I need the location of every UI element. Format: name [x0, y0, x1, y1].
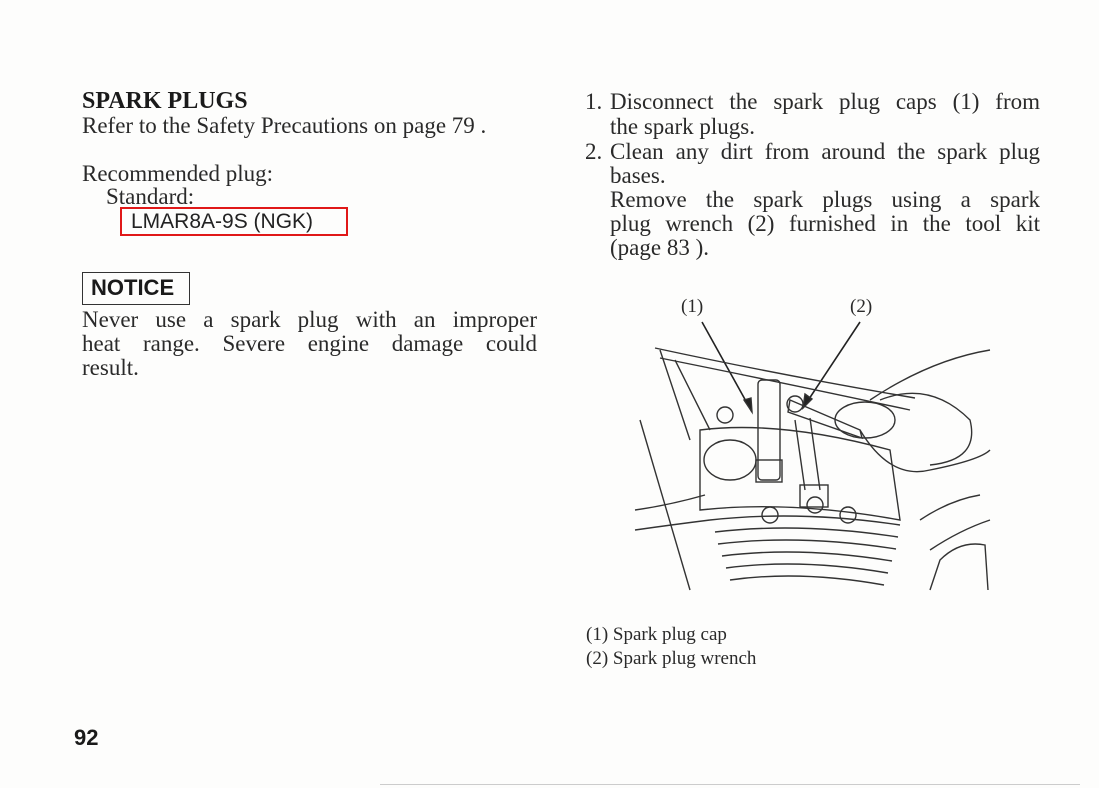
- notice-line-3: result.: [82, 355, 139, 380]
- section-title: SPARK PLUGS: [82, 88, 248, 114]
- step2-line-5: (page 83 ).: [610, 235, 709, 260]
- figure-callout-2: (2): [850, 296, 873, 317]
- step2-line-4: plug wrench (2) furnished in the tool ki…: [610, 211, 1040, 236]
- caption-1: (1) Spark plug cap: [586, 624, 727, 645]
- step2-line-1: Clean any dirt from around the spark plu…: [610, 139, 1040, 164]
- recommended-plug-label: Recommended plug:: [82, 161, 273, 186]
- step2-line-3: Remove the spark plugs using a spark: [610, 187, 1040, 212]
- step2-line-2: bases.: [610, 163, 666, 188]
- safety-reference: Refer to the Safety Precautions on page …: [82, 113, 487, 138]
- step1-line-2: the spark plugs.: [610, 114, 756, 139]
- bottom-rule: [380, 784, 1080, 785]
- notice-line-1: Never use a spark plug with an improper: [82, 307, 537, 332]
- notice-box: NOTICE: [82, 272, 190, 305]
- plug-model-highlight: LMAR8A-9S (NGK): [120, 207, 348, 236]
- plug-model: LMAR8A-9S (NGK): [131, 210, 314, 233]
- page-number: 92: [74, 725, 99, 750]
- notice-line-2: heat range. Severe engine damage could: [82, 331, 537, 356]
- step1-number: 1.: [585, 89, 603, 114]
- caption-2: (2) Spark plug wrench: [586, 648, 757, 669]
- spark-plug-removal-illustration: [634, 321, 991, 591]
- notice-label: NOTICE: [91, 275, 175, 300]
- standard-label: Standard:: [106, 184, 195, 209]
- step1-line-1: Disconnect the spark plug caps (1) from: [610, 89, 1040, 114]
- step2-number: 2.: [585, 139, 603, 164]
- figure-callout-1: (1): [681, 296, 704, 317]
